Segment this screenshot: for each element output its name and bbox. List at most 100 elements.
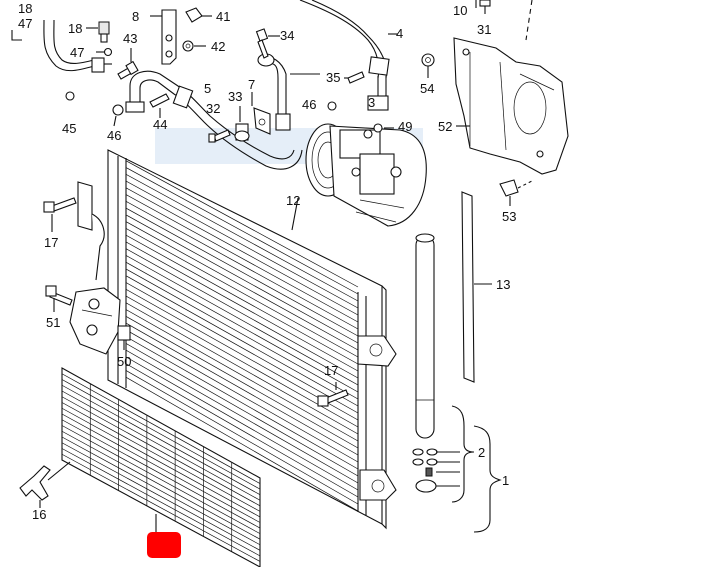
fin-line bbox=[125, 329, 359, 463]
label-44: 44 bbox=[153, 117, 167, 132]
label-3: 3 bbox=[368, 95, 375, 110]
label-7: 7 bbox=[248, 77, 255, 92]
grille-slat bbox=[61, 413, 261, 523]
bolt-34 bbox=[255, 28, 280, 59]
left-hose-line bbox=[43, 19, 113, 101]
o-ring-45 bbox=[65, 91, 75, 101]
label-43: 43 bbox=[123, 31, 137, 46]
label-10: 10 bbox=[453, 3, 467, 18]
bracket-7 bbox=[251, 92, 271, 135]
nut-54 bbox=[421, 53, 435, 78]
label-16: 16 bbox=[32, 507, 46, 522]
fin-line bbox=[125, 268, 359, 400]
fin-line bbox=[125, 187, 359, 316]
label-34: 34 bbox=[280, 28, 294, 43]
fin-line bbox=[125, 275, 359, 407]
ac-compressor bbox=[305, 123, 427, 227]
grille-slat bbox=[61, 419, 261, 529]
label-52: 52 bbox=[438, 119, 452, 134]
bolt-43 bbox=[117, 48, 139, 80]
fin-line bbox=[125, 248, 359, 379]
seal-strip-13 bbox=[461, 191, 492, 383]
dashed-axis bbox=[525, 0, 533, 41]
bracket-8 bbox=[150, 9, 177, 65]
condenser-mount-upper bbox=[357, 335, 397, 367]
condenser-12 bbox=[107, 149, 387, 530]
fin-line bbox=[125, 173, 359, 302]
label-31: 31 bbox=[477, 22, 491, 37]
label-32: 32 bbox=[206, 101, 220, 116]
grille-slat bbox=[61, 430, 261, 540]
bracket-left bbox=[77, 181, 105, 281]
fin-line bbox=[125, 316, 359, 449]
fin-line bbox=[125, 309, 359, 442]
clip-16 bbox=[19, 461, 71, 508]
frame-corner bbox=[11, 30, 22, 41]
grille-slat bbox=[61, 373, 261, 484]
fin-line bbox=[125, 370, 359, 505]
fin-line bbox=[125, 356, 359, 491]
fin-line bbox=[125, 261, 359, 393]
bolt-51 bbox=[45, 285, 73, 312]
label-53: 53 bbox=[502, 209, 516, 224]
label-47-top: 47 bbox=[18, 16, 32, 31]
grille-slats bbox=[61, 373, 261, 562]
bolt-44 bbox=[149, 93, 170, 118]
label-1: 1 bbox=[502, 473, 509, 488]
fin-line bbox=[125, 349, 359, 484]
fin-line bbox=[125, 234, 359, 365]
label-13: 13 bbox=[496, 277, 510, 292]
label-4: 4 bbox=[396, 26, 403, 41]
label-45: 45 bbox=[62, 121, 76, 136]
grille-slat bbox=[61, 396, 261, 507]
fin-line bbox=[125, 167, 359, 295]
o-ring-47 bbox=[103, 47, 113, 57]
label-33: 33 bbox=[228, 89, 242, 104]
label-54: 54 bbox=[420, 81, 434, 96]
label-42: 42 bbox=[211, 39, 225, 54]
fin-line bbox=[125, 228, 359, 358]
nut-42 bbox=[182, 40, 206, 52]
hose-4 bbox=[299, 0, 398, 111]
grille-slat bbox=[61, 390, 261, 501]
hose-5 bbox=[125, 70, 303, 170]
bolt-31 bbox=[479, 0, 491, 14]
label-35: 35 bbox=[326, 70, 340, 85]
fin-line bbox=[125, 343, 359, 477]
label-46-right: 46 bbox=[302, 97, 316, 112]
grille-slat bbox=[61, 402, 261, 512]
label-5: 5 bbox=[204, 81, 211, 96]
grille-slat bbox=[61, 442, 261, 551]
grille-slat bbox=[61, 379, 261, 490]
clip-41 bbox=[185, 7, 212, 23]
bolt-17-right bbox=[317, 382, 349, 407]
condenser-mount-lower bbox=[359, 469, 397, 501]
grille-slat bbox=[61, 425, 261, 534]
label-17-left: 17 bbox=[44, 235, 58, 250]
pressure-sensor-18 bbox=[86, 21, 110, 43]
grille-slat bbox=[61, 436, 261, 546]
o-ring-46-left bbox=[112, 104, 124, 127]
clamp-33 bbox=[234, 106, 250, 142]
fin-line bbox=[125, 322, 359, 456]
fin-line bbox=[125, 363, 359, 498]
grille-slat bbox=[61, 384, 261, 495]
label-41: 41 bbox=[216, 9, 230, 24]
receiver-dryer-2 bbox=[412, 233, 460, 493]
clip-53 bbox=[499, 179, 535, 206]
bolt-35 bbox=[344, 71, 365, 84]
condenser-fins bbox=[125, 160, 359, 512]
o-ring-49 bbox=[373, 123, 394, 133]
fin-line bbox=[125, 207, 359, 337]
label-49: 49 bbox=[398, 119, 412, 134]
fin-line bbox=[125, 302, 359, 435]
fin-line bbox=[125, 194, 359, 323]
fin-line bbox=[125, 255, 359, 386]
fin-line bbox=[125, 201, 359, 330]
label-51: 51 bbox=[46, 315, 60, 330]
label-2: 2 bbox=[478, 445, 485, 460]
label-18: 18 bbox=[68, 21, 82, 36]
highlight-marker bbox=[147, 532, 181, 558]
fin-line bbox=[125, 221, 359, 351]
fin-line bbox=[125, 336, 359, 470]
